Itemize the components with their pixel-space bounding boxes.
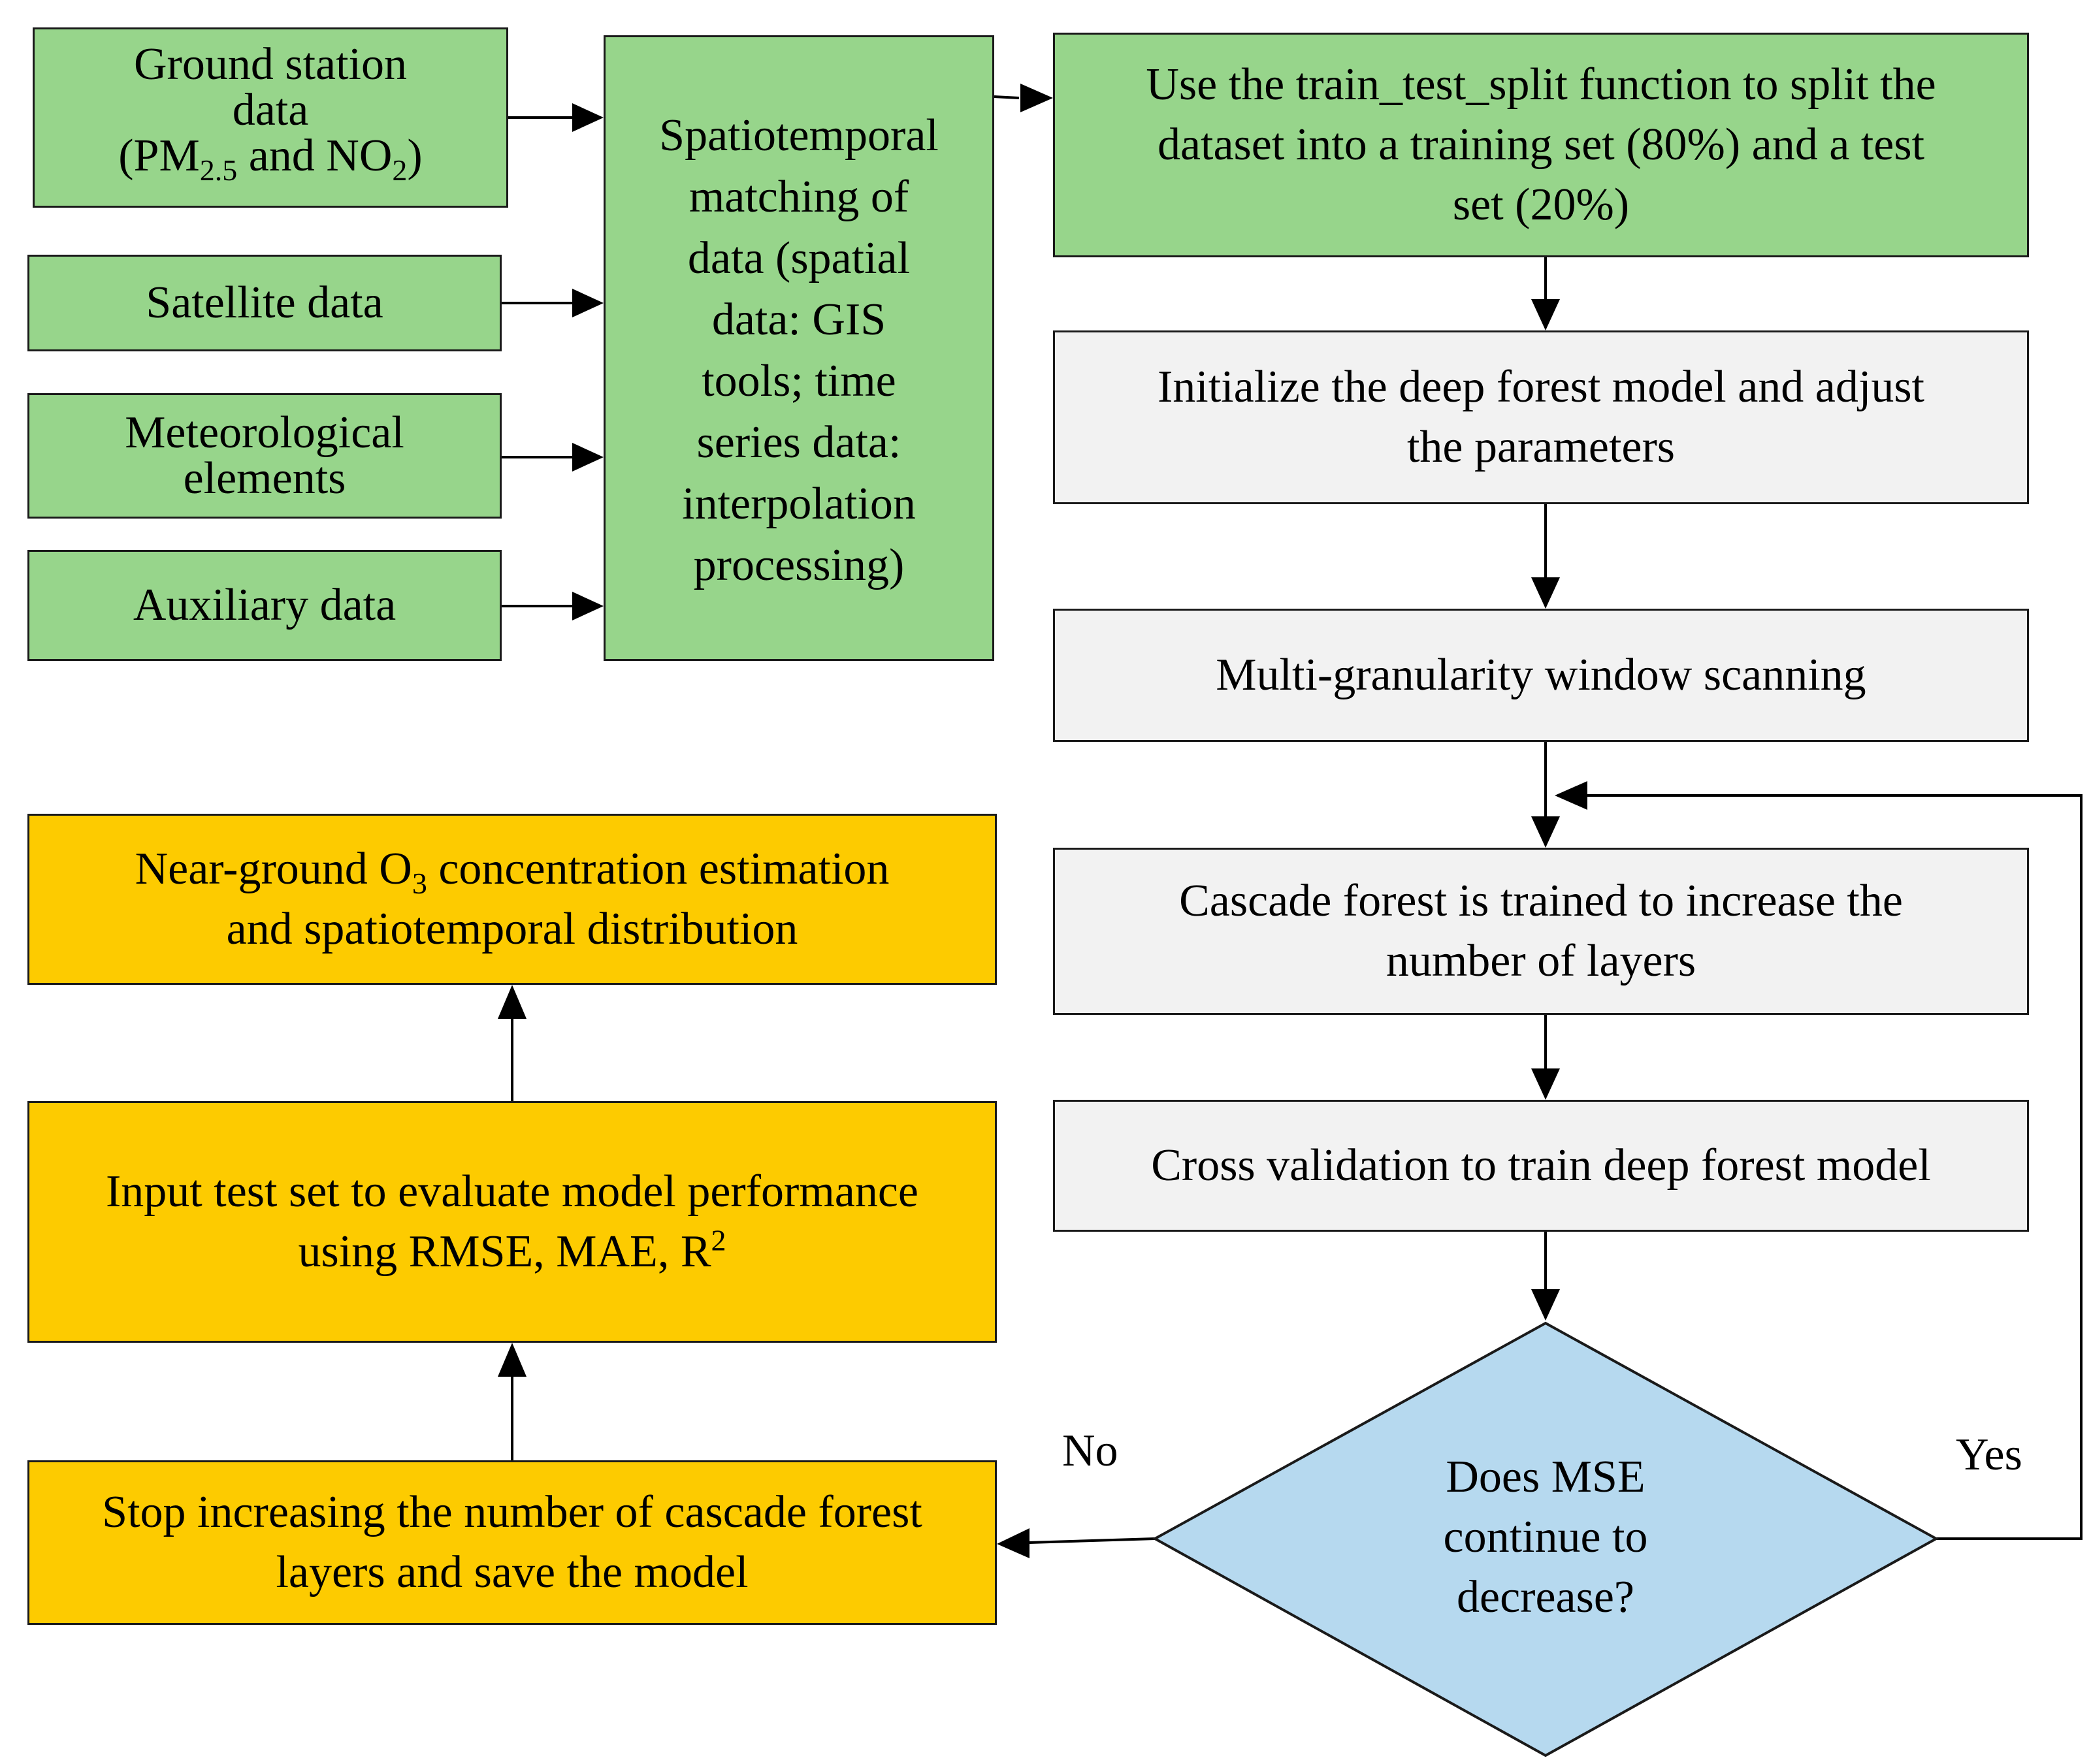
matching-line: matching of: [689, 172, 909, 222]
auxiliary-data-label: Auxiliary data: [133, 580, 397, 630]
initialize-model-box: Initialize the deep forest model and adj…: [1053, 330, 2029, 504]
arrowhead: [1020, 84, 1053, 112]
matching-line: tools; time: [702, 356, 896, 406]
cascade-forest-box: Cascade forest is trained to increase th…: [1053, 848, 2029, 1015]
ground-station-line2: data: [232, 85, 309, 135]
arrowhead: [1531, 816, 1560, 848]
arrowhead: [572, 443, 604, 472]
evaluate-line2: using RMSE, MAE, R2: [298, 1223, 726, 1277]
split-line: set (20%): [1452, 180, 1630, 230]
window-scanning-box: Multi-granularity window scanning: [1053, 609, 2029, 742]
arrowhead: [572, 103, 604, 132]
window-scanning-label: Multi-granularity window scanning: [1216, 650, 1866, 700]
arrowhead: [1531, 1289, 1560, 1321]
yes-label: Yes: [1956, 1430, 2022, 1480]
cascade-line: Cascade forest is trained to increase th…: [1179, 876, 1903, 926]
decision-text: Does MSE continue to decrease?: [1317, 1447, 1774, 1628]
no-label: No: [1062, 1426, 1118, 1476]
stop-increasing-box: Stop increasing the number of cascade fo…: [27, 1460, 997, 1625]
arrowhead: [1531, 299, 1560, 330]
ground-station-box: Ground station data (PM2.5 and NO2): [33, 27, 508, 208]
matching-line: data: GIS: [711, 295, 886, 345]
meteorological-box: Meteorological elements: [27, 393, 502, 519]
arrow-matching-to-split: [994, 95, 1020, 99]
ozone-estimation-box: Near-ground O3 concentration estimation …: [27, 814, 997, 985]
matching-line: data (spatial: [687, 233, 911, 283]
evaluate-line1: Input test set to evaluate model perform…: [106, 1166, 918, 1217]
meteorological-line1: Meteorological: [125, 408, 404, 458]
arrowhead: [997, 1528, 1029, 1558]
cross-validation-box: Cross validation to train deep forest mo…: [1053, 1100, 2029, 1232]
spatiotemporal-matching-box: Spatiotemporal matching of data (spatial…: [604, 35, 994, 661]
arrow-no-to-stop: [1029, 1537, 1156, 1544]
decision-line: decrease?: [1457, 1572, 1634, 1622]
arrowhead: [572, 289, 604, 317]
initialize-line: the parameters: [1406, 422, 1676, 472]
auxiliary-data-box: Auxiliary data: [27, 550, 502, 661]
estimation-line1: Near-ground O3 concentration estimation: [135, 844, 890, 900]
arrowhead: [1555, 781, 1587, 810]
evaluate-model-box: Input test set to evaluate model perform…: [27, 1101, 997, 1343]
satellite-data-box: Satellite data: [27, 255, 502, 351]
arrow-yes-loop: [1587, 794, 2083, 1540]
initialize-line: Initialize the deep forest model and adj…: [1157, 362, 1925, 412]
matching-line: interpolation: [682, 479, 916, 529]
arrowhead: [1531, 577, 1560, 609]
decision-diamond: [1152, 1321, 1939, 1757]
ground-station-line1: Ground station: [133, 39, 407, 89]
meteorological-line2: elements: [183, 453, 346, 504]
ground-station-line3: (PM2.5 and NO2): [118, 131, 423, 187]
arrowhead: [498, 985, 527, 1019]
decision-line: continue to: [1443, 1512, 1648, 1562]
arrowhead: [1531, 1068, 1560, 1100]
decision-line: Does MSE: [1446, 1452, 1645, 1502]
train-test-split-box: Use the train_test_split function to spl…: [1053, 33, 2029, 257]
stop-line: Stop increasing the number of cascade fo…: [102, 1487, 922, 1537]
split-line: dataset into a training set (80%) and a …: [1157, 120, 1925, 170]
matching-line: processing): [693, 540, 905, 590]
arrowhead: [572, 592, 604, 620]
matching-line: Spatiotemporal: [659, 110, 939, 161]
split-line: Use the train_test_split function to spl…: [1146, 59, 1936, 110]
satellite-data-label: Satellite data: [146, 278, 383, 328]
arrowhead: [498, 1343, 527, 1377]
stop-line: layers and save the model: [276, 1547, 749, 1597]
matching-line: series data:: [696, 417, 901, 468]
estimation-line2: and spatiotemporal distribution: [226, 904, 798, 954]
cascade-line: number of layers: [1386, 936, 1696, 986]
cross-validation-label: Cross validation to train deep forest mo…: [1151, 1140, 1931, 1191]
